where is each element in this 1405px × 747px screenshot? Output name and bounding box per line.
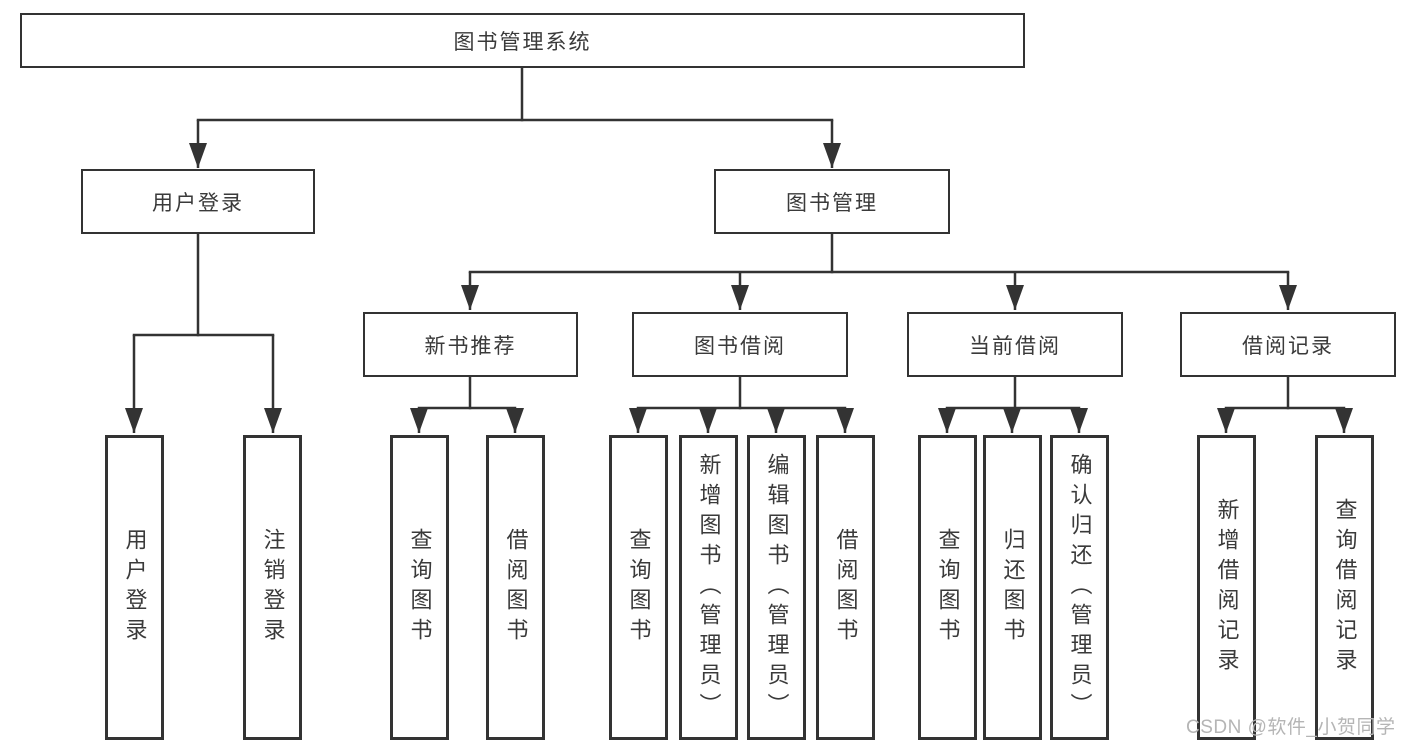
leaf-add-books-admin: 新增图书（管理员）: [679, 435, 738, 740]
node-label: 编辑图书（管理员）: [764, 452, 790, 723]
node-label: 图书借阅: [694, 334, 786, 358]
node-label: 图书管理: [786, 191, 878, 215]
node-label: 新书推荐: [424, 334, 517, 358]
node-book-borrowing: 图书借阅: [632, 312, 848, 377]
node-current-borrowing: 当前借阅: [907, 312, 1123, 377]
node-label: 查询借阅记录: [1332, 497, 1358, 678]
node-label: 借阅图书: [833, 527, 859, 648]
leaf-confirm-return-admin: 确认归还（管理员）: [1050, 435, 1109, 740]
node-user-login: 用户登录: [81, 169, 315, 234]
leaf-query-books: 查询图书: [609, 435, 668, 740]
node-label: 用户登录: [122, 527, 148, 648]
leaf-logout: 注销登录: [243, 435, 302, 740]
leaf-return-books: 归还图书: [983, 435, 1042, 740]
node-new-book-recommendation: 新书推荐: [363, 312, 578, 377]
leaf-edit-books-admin: 编辑图书（管理员）: [747, 435, 806, 740]
leaf-add-borrow-record: 新增借阅记录: [1197, 435, 1256, 740]
csdn-watermark: CSDN @软件_小贺同学: [1186, 717, 1396, 738]
node-label: 借阅图书: [503, 527, 529, 648]
node-borrow-records: 借阅记录: [1180, 312, 1396, 377]
node-label: 用户登录: [152, 191, 244, 215]
leaf-user-login: 用户登录: [105, 435, 164, 740]
leaf-borrow-books: 借阅图书: [816, 435, 875, 740]
node-label: 确认归还（管理员）: [1067, 452, 1093, 723]
node-label: 借阅记录: [1242, 334, 1334, 358]
node-label: 查询图书: [626, 527, 652, 648]
node-label: 归还图书: [1000, 527, 1026, 648]
node-label: 注销登录: [260, 527, 286, 648]
node-book-management: 图书管理: [714, 169, 950, 234]
leaf-query-borrow-record: 查询借阅记录: [1315, 435, 1374, 740]
node-label: 新增借阅记录: [1214, 497, 1240, 678]
node-label: 查询图书: [407, 527, 433, 648]
node-library-management-system: 图书管理系统: [20, 13, 1025, 68]
leaf-query-books: 查询图书: [390, 435, 449, 740]
leaf-query-books: 查询图书: [918, 435, 977, 740]
node-label: 图书管理系统: [453, 30, 592, 54]
node-label: 当前借阅: [969, 334, 1061, 358]
node-label: 查询图书: [935, 527, 961, 648]
node-label: 新增图书（管理员）: [696, 452, 722, 723]
leaf-borrow-books: 借阅图书: [486, 435, 545, 740]
